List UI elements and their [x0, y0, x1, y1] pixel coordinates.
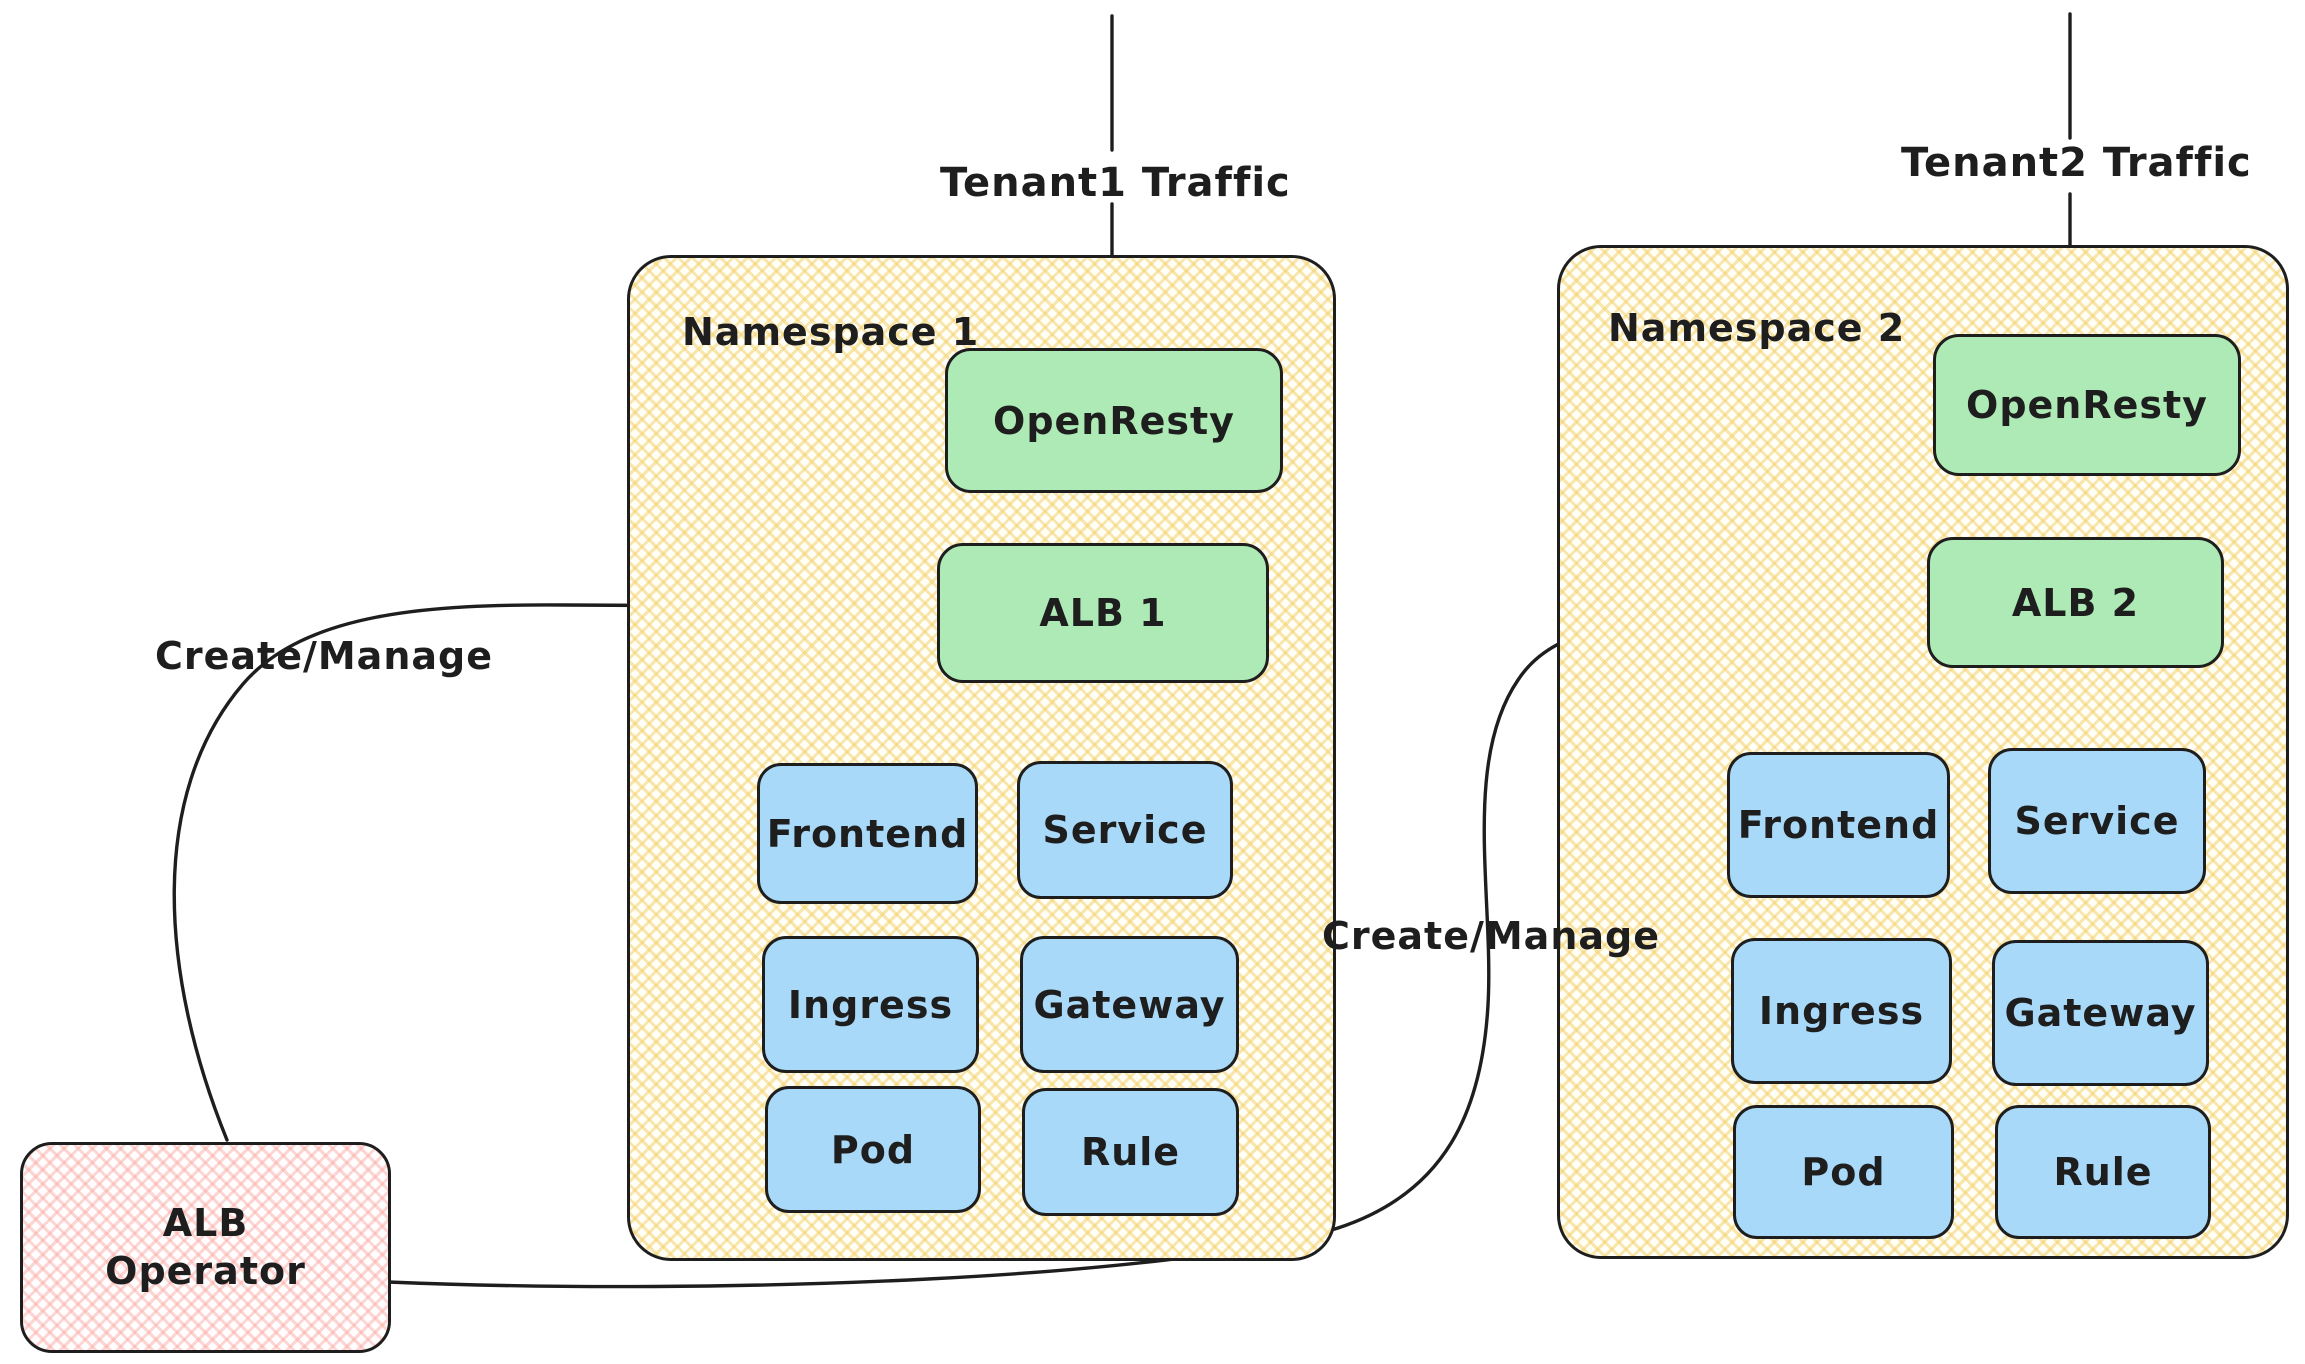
- alb-operator-label-line1: ALB: [162, 1201, 249, 1245]
- node-alb-2: ALB 2: [1927, 537, 2224, 668]
- node-pod-ns1: Pod: [765, 1086, 981, 1213]
- node-gateway-ns2: Gateway: [1992, 940, 2209, 1086]
- node-service-ns1: Service: [1017, 761, 1233, 899]
- node-frontend-ns1: Frontend: [757, 763, 978, 904]
- node-rule-ns1: Rule: [1022, 1088, 1239, 1216]
- node-ingress-ns2: Ingress: [1731, 938, 1952, 1084]
- alb-operator-label-line2: Operator: [105, 1248, 306, 1293]
- node-openresty-ns2: OpenResty: [1933, 334, 2241, 476]
- node-alb-1: ALB 1: [937, 543, 1269, 683]
- namespace-1-title: Namespace 1: [682, 310, 980, 354]
- node-frontend-ns2: Frontend: [1727, 752, 1950, 898]
- node-service-ns2: Service: [1988, 748, 2206, 894]
- node-openresty-ns1: OpenResty: [945, 348, 1283, 493]
- tenant2-traffic-label: Tenant2 Traffic: [1901, 140, 2252, 186]
- node-ingress-ns1: Ingress: [762, 936, 979, 1073]
- node-alb-operator: ALB Operator: [20, 1142, 391, 1353]
- tenant1-traffic-label: Tenant1 Traffic: [940, 160, 1291, 206]
- namespace-2-title: Namespace 2: [1608, 306, 1906, 350]
- create-manage-label-left: Create/Manage: [155, 634, 493, 678]
- create-manage-label-right: Create/Manage: [1322, 914, 1660, 958]
- node-pod-ns2: Pod: [1733, 1105, 1954, 1239]
- node-rule-ns2: Rule: [1995, 1105, 2211, 1239]
- node-gateway-ns1: Gateway: [1020, 936, 1239, 1073]
